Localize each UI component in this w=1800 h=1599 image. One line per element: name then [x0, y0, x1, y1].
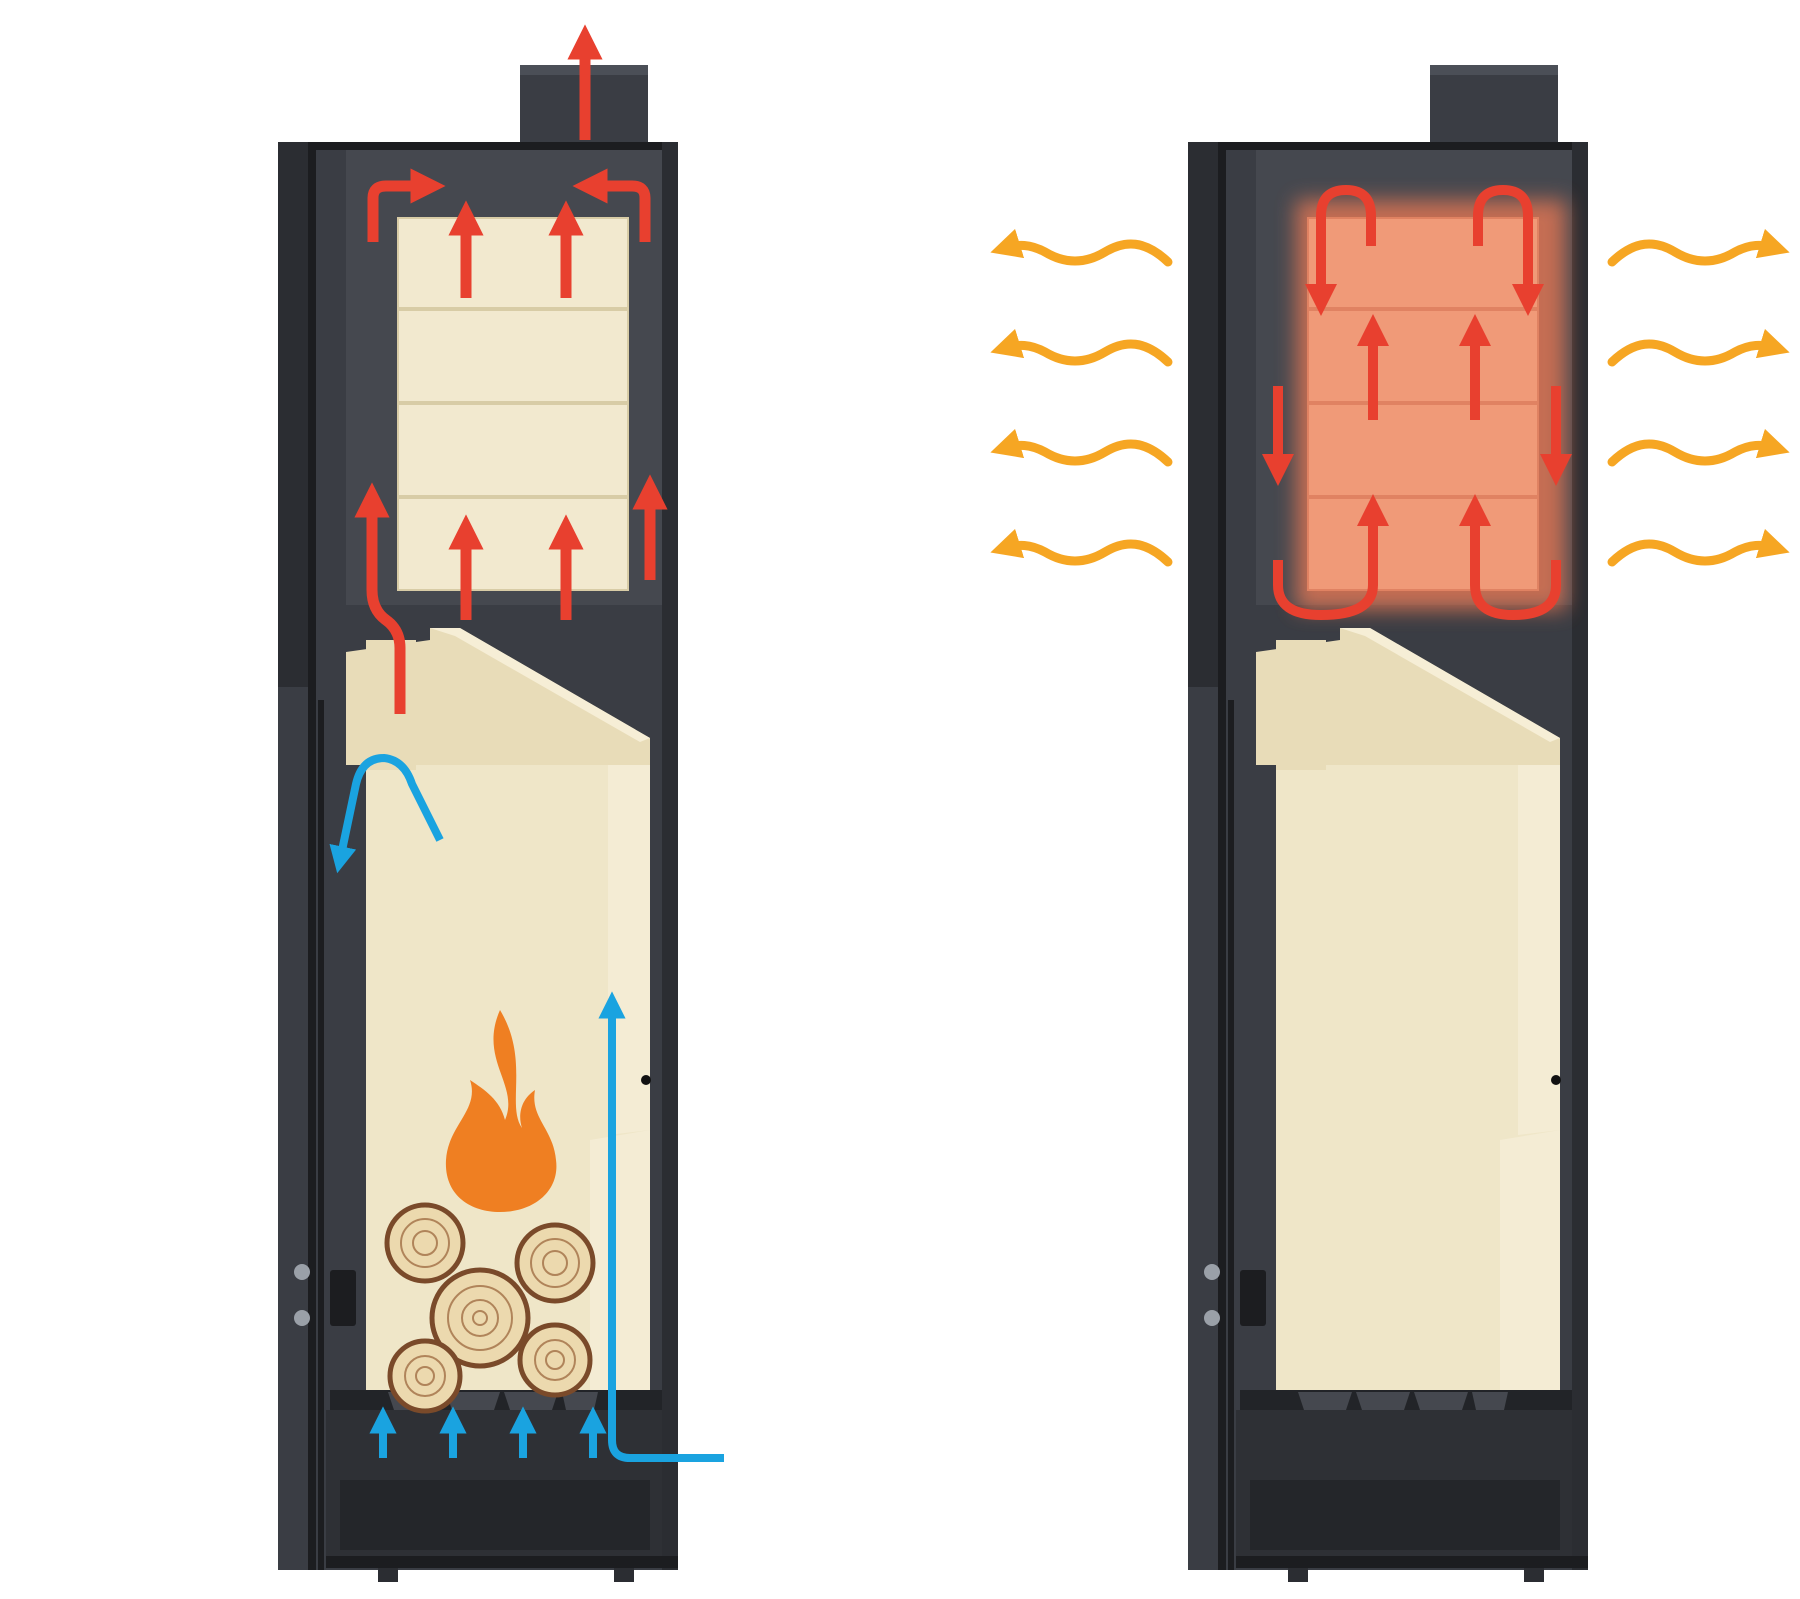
stove-foot — [614, 1568, 634, 1582]
panel-firing-phase — [278, 24, 724, 1582]
panel-heat-release-phase — [990, 65, 1790, 1582]
firewood-logs-icon — [384, 1202, 596, 1414]
baffle-plate — [1256, 628, 1560, 765]
stove-foot — [1288, 1568, 1308, 1582]
flame-icon — [445, 1010, 557, 1212]
air-control-knob[interactable] — [1204, 1310, 1220, 1326]
radiant-heat-arrow — [990, 228, 1790, 567]
air-control-knob[interactable] — [294, 1310, 310, 1326]
flue-gas-arrow — [354, 24, 668, 714]
air-control-knob[interactable] — [294, 1264, 310, 1280]
combustion-air-arrow — [329, 753, 724, 1462]
stove-foot — [378, 1568, 398, 1582]
stove-foot — [1524, 1568, 1544, 1582]
heat-storage-stones-hot — [1307, 217, 1539, 591]
chimney-pipe — [1430, 65, 1558, 145]
air-control-knob[interactable] — [1204, 1264, 1220, 1280]
heat-storage-stones — [397, 217, 629, 591]
baffle-plate — [346, 628, 650, 765]
flue-gas-circulation-arrow — [1261, 184, 1573, 621]
